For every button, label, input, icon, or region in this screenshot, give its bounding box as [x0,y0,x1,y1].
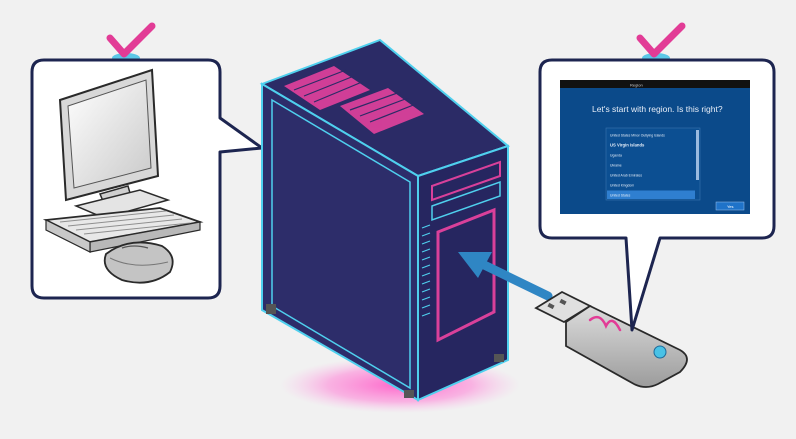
region-list-item[interactable]: United States Minor Outlying Islands [610,134,665,138]
pc-tower-icon [262,40,520,413]
region-list-item[interactable]: United Arab Emirates [610,174,642,178]
region-list-item[interactable]: Uganda [610,154,622,158]
screen-titlebar [560,80,750,88]
mouse-icon [105,242,173,282]
region-list-item[interactable]: United States [610,194,631,198]
screen-heading: Let's start with region. Is this right? [592,104,723,114]
usb-drive-icon [536,292,687,387]
right-check-icon [640,26,682,63]
setup-screen: Region Let's start with region. Is this … [560,80,750,214]
left-check-icon [110,26,152,63]
yes-button-label: Yes [727,204,734,209]
region-list-item[interactable]: US Virgin Islands [610,143,645,148]
screen-titlebar-text: Region [630,83,643,88]
region-list-item[interactable]: Ukraine [610,164,622,168]
region-list-scrollbar[interactable] [696,130,699,180]
region-list-item[interactable]: United Kingdom [610,184,634,188]
